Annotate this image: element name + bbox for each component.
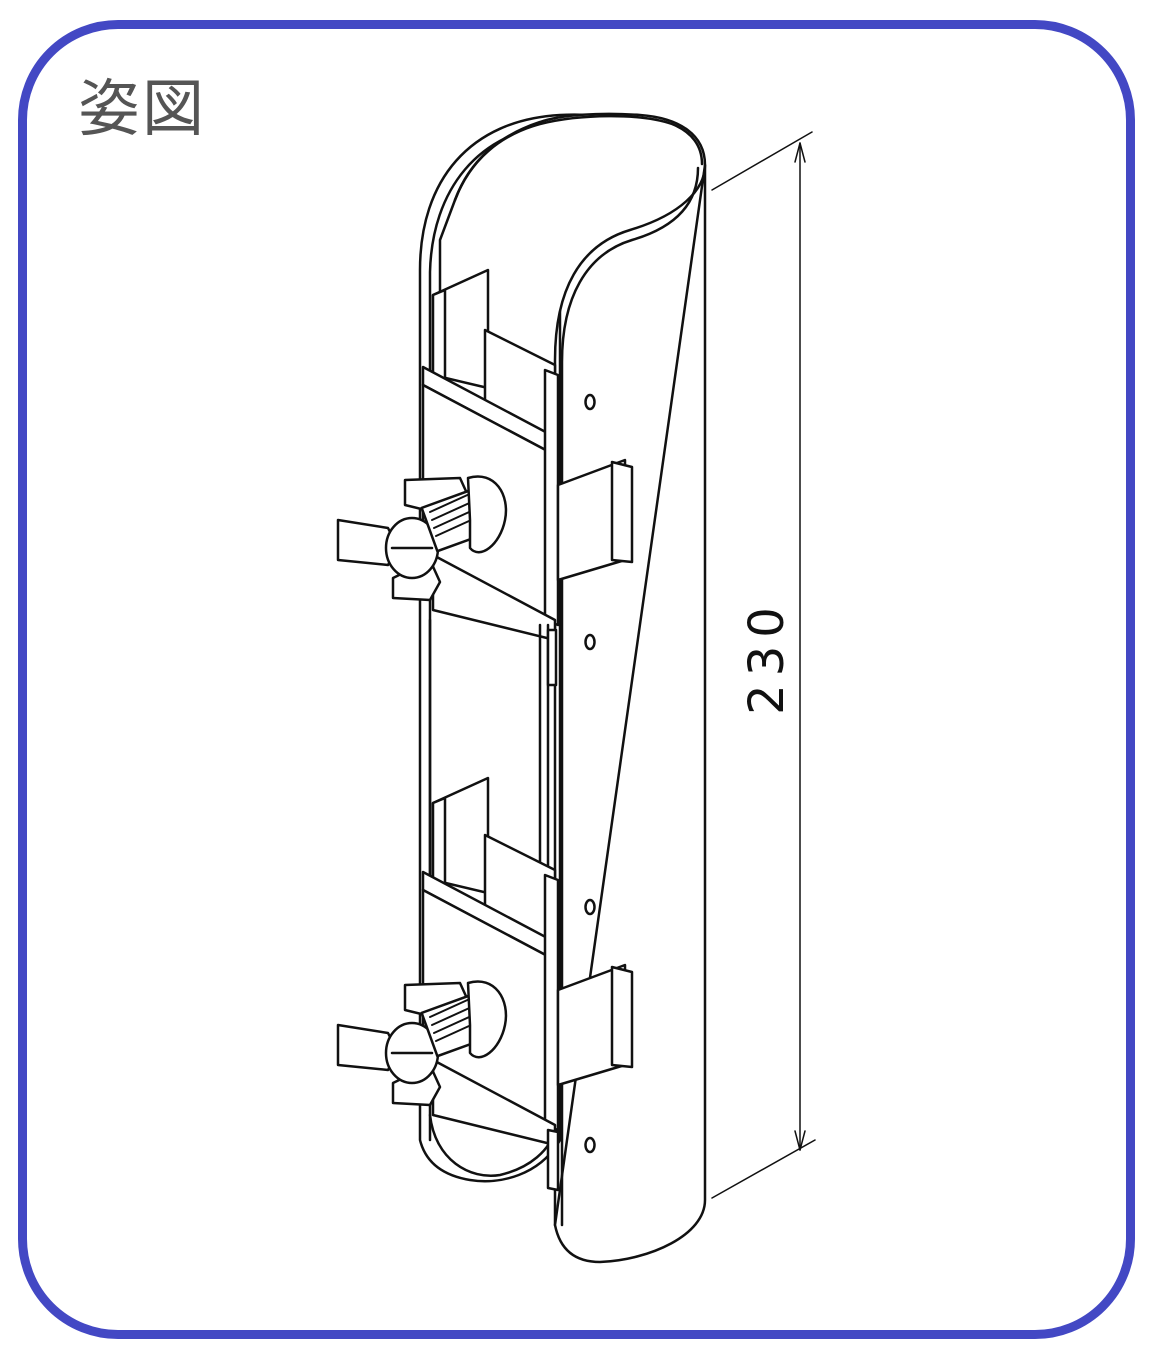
extension-line-bottom xyxy=(711,1139,816,1199)
mounting-hole xyxy=(584,1136,596,1154)
extension-line-top xyxy=(711,131,813,191)
mounting-hole xyxy=(584,633,596,651)
dimension-value: 230 xyxy=(739,599,795,715)
view-title: 姿図 xyxy=(78,72,207,145)
dimension-lines xyxy=(711,131,816,1199)
mounting-hole xyxy=(584,393,596,411)
upper-wing-nut xyxy=(336,475,508,602)
arrow-bottom-icon xyxy=(794,1130,806,1151)
middle-plate xyxy=(428,618,558,882)
lower-wing-nut xyxy=(336,980,508,1107)
arrow-top-icon xyxy=(794,142,806,163)
mounting-hole xyxy=(584,898,596,916)
bottom-tab xyxy=(546,1128,560,1192)
